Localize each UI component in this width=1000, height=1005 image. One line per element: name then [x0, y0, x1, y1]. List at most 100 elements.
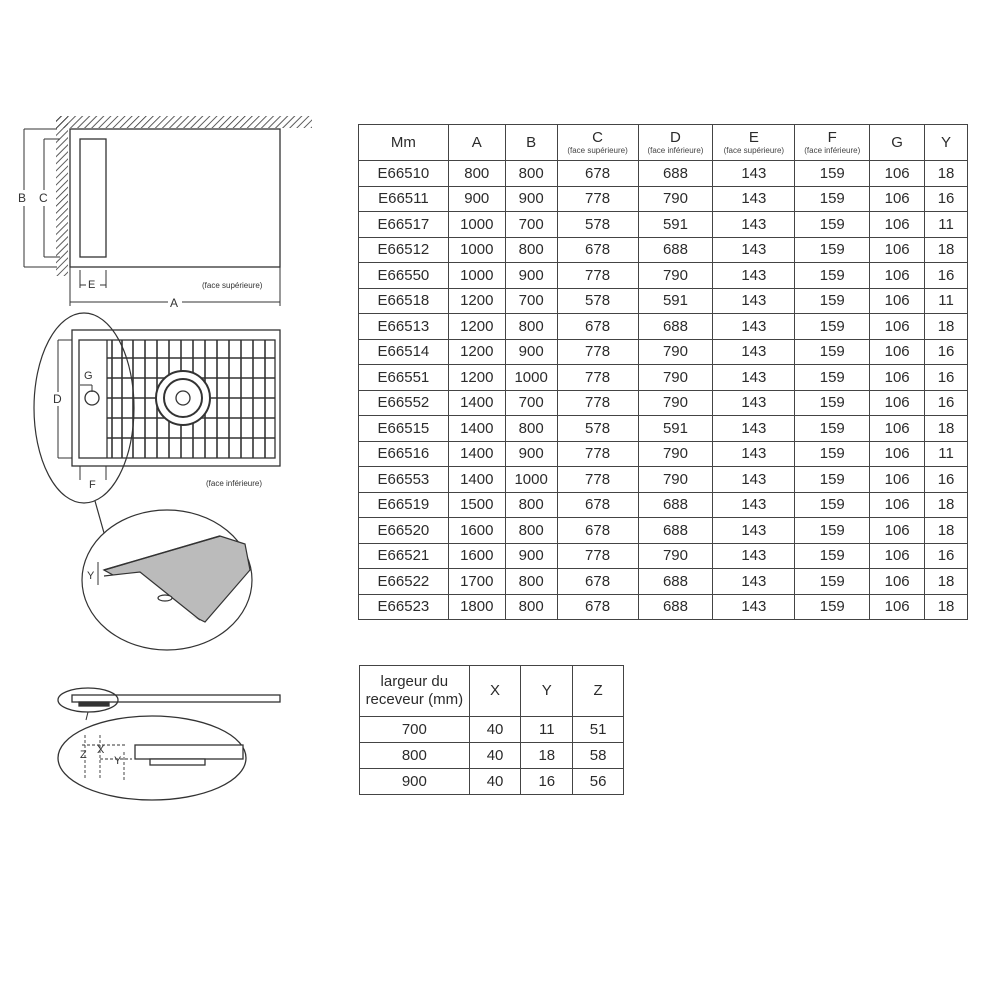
dimension-cell: 790 [637, 185, 714, 212]
dimension-cell: 18 [924, 236, 968, 263]
xyz-column-header: Z [572, 665, 624, 717]
dimension-cell: 159 [794, 440, 871, 467]
dimension-cell: 18 [924, 568, 968, 595]
column-header: C(face supérieure) [556, 124, 639, 161]
column-header: G [869, 124, 926, 161]
dimension-cell: 778 [556, 262, 639, 289]
dimension-cell: 16 [924, 262, 968, 289]
dimension-cell: 143 [712, 160, 796, 187]
dimension-cell: 900 [504, 262, 558, 289]
dimension-cell: 790 [637, 262, 714, 289]
dimension-cell: 900 [504, 542, 558, 569]
model-code-cell: E66519 [358, 491, 449, 518]
dimension-cell: 1200 [447, 287, 506, 314]
dim-label-z: Z [80, 749, 87, 761]
model-code-cell: E66513 [358, 313, 449, 340]
xyz-column-header: largeur du receveur (mm) [359, 665, 470, 717]
dimension-cell: 16 [924, 364, 968, 391]
column-header-label: G [891, 134, 903, 151]
model-code-cell: E66517 [358, 211, 449, 238]
model-code-cell: E66522 [358, 568, 449, 595]
tray-width-cell: 900 [359, 768, 470, 795]
dimension-cell: 106 [869, 568, 926, 595]
column-header: E(face supérieure) [712, 124, 796, 161]
model-code-cell: E66521 [358, 542, 449, 569]
dimension-cell: 159 [794, 262, 871, 289]
dimension-cell: 159 [794, 160, 871, 187]
dimension-cell: 678 [556, 313, 639, 340]
dimension-cell: 106 [869, 542, 926, 569]
bottom-view-caption: (face inférieure) [206, 479, 263, 488]
dimension-cell: 778 [556, 185, 639, 212]
dimension-cell: 688 [637, 160, 714, 187]
dimension-cell: 143 [712, 313, 796, 340]
dimension-cell: 688 [637, 568, 714, 595]
column-header-label: Mm [390, 134, 416, 151]
xyz-value-cell: 40 [468, 742, 522, 769]
dimension-cell: 790 [637, 542, 714, 569]
column-header-sublabel: (face supérieure) [723, 146, 785, 155]
shower-tray-drawing-icon [23, 116, 312, 801]
dimension-cell: 16 [924, 466, 968, 493]
dimension-cell: 1400 [447, 415, 506, 442]
column-header-sublabel: (face inférieure) [647, 146, 704, 155]
xyz-value-cell: 58 [572, 742, 624, 769]
dimension-cell: 678 [556, 236, 639, 263]
dimension-cell: 18 [924, 517, 968, 544]
dimension-cell: 106 [869, 440, 926, 467]
xyz-column-header: X [468, 665, 522, 717]
tray-width-cell: 700 [359, 716, 470, 743]
dimension-cell: 143 [712, 287, 796, 314]
column-header: Mm [358, 124, 449, 161]
tray-width-cell: 800 [359, 742, 470, 769]
dimension-cell: 678 [556, 593, 639, 620]
dimension-cell: 159 [794, 542, 871, 569]
dimension-cell: 800 [504, 568, 558, 595]
dimension-cell: 800 [504, 491, 558, 518]
dimension-cell: 1800 [447, 593, 506, 620]
dimension-cell: 678 [556, 491, 639, 518]
dimension-cell: 1500 [447, 491, 506, 518]
dimension-cell: 591 [637, 211, 714, 238]
model-code-cell: E66512 [358, 236, 449, 263]
dimension-cell: 1200 [447, 338, 506, 365]
model-code-cell: E66511 [358, 185, 449, 212]
dimension-cell: 1400 [447, 440, 506, 467]
dimension-cell: 1000 [504, 466, 558, 493]
dimension-cell: 688 [637, 313, 714, 340]
dimension-cell: 18 [924, 313, 968, 340]
dimension-cell: 159 [794, 517, 871, 544]
dimension-cell: 1000 [447, 262, 506, 289]
xyz-value-cell: 56 [572, 768, 624, 795]
column-header-label: C [592, 129, 603, 146]
dimension-cell: 800 [504, 313, 558, 340]
model-code-cell: E66510 [358, 160, 449, 187]
dimension-cell: 106 [869, 185, 926, 212]
dimension-cell: 700 [504, 211, 558, 238]
column-header-label: F [827, 129, 837, 146]
dimension-cell: 143 [712, 338, 796, 365]
dim-label-c: C [39, 191, 48, 205]
model-code-cell: E66552 [358, 389, 449, 416]
model-code-cell: E66551 [358, 364, 449, 391]
dimension-cell: 16 [924, 338, 968, 365]
dimension-cell: 18 [924, 593, 968, 620]
dimension-cell: 143 [712, 262, 796, 289]
model-code-cell: E66523 [358, 593, 449, 620]
dimension-cell: 591 [637, 287, 714, 314]
column-header: B [504, 124, 558, 161]
dimension-cell: 159 [794, 415, 871, 442]
dimension-cell: 143 [712, 466, 796, 493]
